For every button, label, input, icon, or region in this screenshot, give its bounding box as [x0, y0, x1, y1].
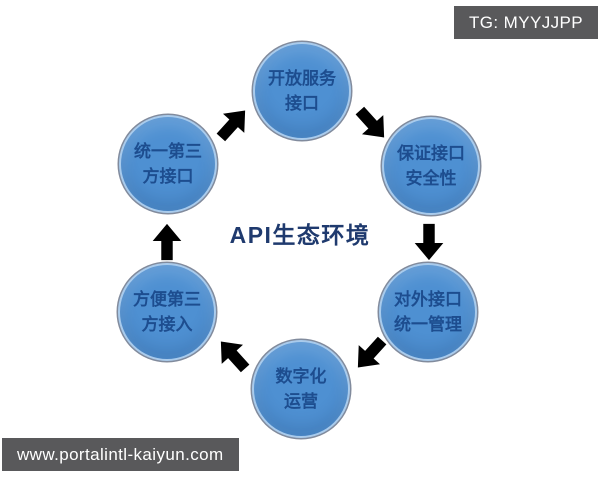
node-label-line: 安全性 — [405, 169, 457, 188]
node-label-line: 统一管理 — [394, 315, 462, 334]
node-label-line: 保证接口 — [397, 143, 465, 163]
node-label-line: 方接入 — [141, 315, 193, 334]
node-open-service-interface: 开放服务 接口 — [253, 42, 351, 140]
node-unified-external-management: 对外接口 统一管理 — [379, 263, 477, 361]
node-label-line: 对外接口 — [394, 289, 462, 309]
website-watermark-badge: www.portalintl-kaiyun.com — [2, 438, 239, 471]
node-digital-operation: 数字化 运营 — [252, 340, 350, 438]
node-unified-third-party-interface: 统一第三 方接口 — [119, 115, 217, 213]
node-label-line: 运营 — [284, 392, 318, 411]
node-label-line: 方接口 — [142, 167, 194, 186]
arrow-up-icon — [147, 221, 187, 263]
node-label-line: 数字化 — [275, 366, 327, 386]
telegram-watermark-badge: TG: MYYJJPP — [454, 6, 598, 39]
diagram-center-title: API生态环境 — [229, 222, 371, 248]
node-ensure-interface-security: 保证接口 安全性 — [382, 117, 480, 215]
arrow-down-icon — [409, 221, 449, 263]
node-label-line: 开放服务 — [268, 68, 336, 88]
node-label-line: 统一第三 — [134, 141, 202, 161]
node-label-line: 方便第三 — [133, 289, 201, 309]
node-easy-third-party-access: 方便第三 方接入 — [118, 263, 216, 361]
node-label-line: 接口 — [285, 94, 319, 113]
